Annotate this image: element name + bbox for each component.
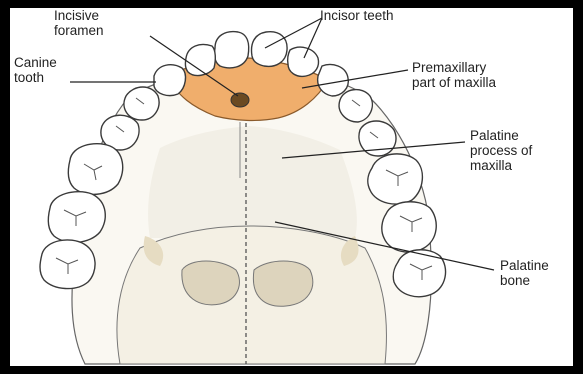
molar-left-2 [48, 192, 105, 243]
molar-right-3 [393, 250, 445, 297]
central-incisor-left [215, 32, 249, 68]
molar-right-2 [382, 202, 436, 252]
canine-left [154, 65, 185, 96]
central-incisor-right [252, 32, 288, 67]
canine-right [318, 65, 349, 97]
lateral-incisor-right [288, 47, 319, 76]
premolar-right-1 [339, 90, 372, 122]
incisive-foramen [231, 93, 249, 107]
premolar-left-1 [124, 87, 159, 120]
right-posterior-nasal-aperture [253, 261, 312, 306]
molar-right-1 [368, 154, 423, 204]
label-incisor-teeth: Incisor teeth [320, 8, 394, 23]
